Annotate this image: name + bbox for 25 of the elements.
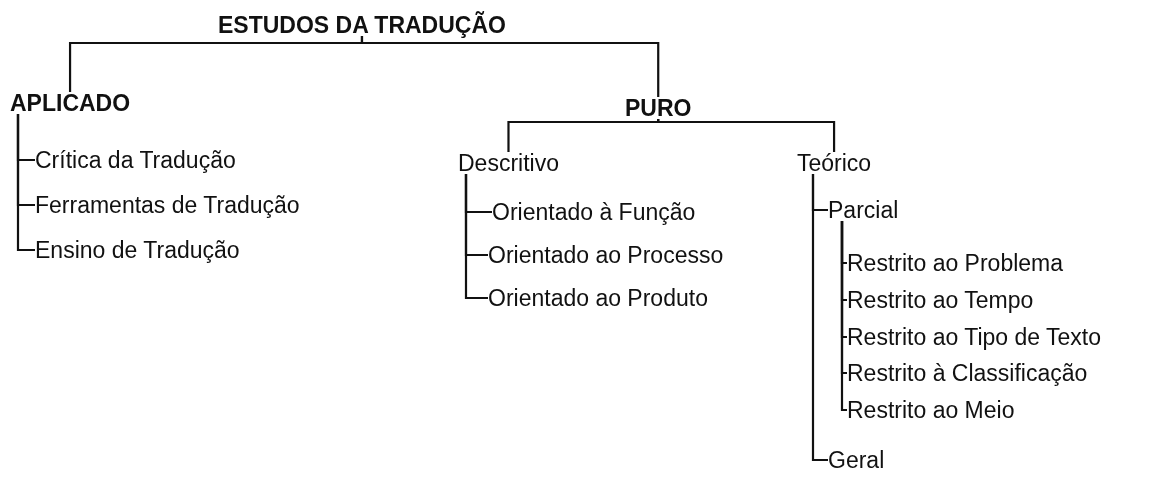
category-label: Parcial [828, 196, 899, 224]
heading-label: APLICADO [10, 89, 131, 117]
connector-line [360, 36, 660, 97]
connector-line [16, 114, 35, 252]
category-label: Teórico [797, 149, 872, 177]
connector-line [811, 174, 828, 462]
category-label: Restrito ao Problema [847, 249, 1064, 277]
category-label: Restrito ao Meio [847, 396, 1015, 424]
heading-label: ESTUDOS DA TRADUÇÃO [218, 11, 506, 39]
connector-line [507, 119, 660, 152]
category-label: Ensino de Tradução [35, 236, 240, 264]
category-label: Orientado ao Produto [488, 284, 708, 312]
category-label: Orientado à Função [492, 198, 696, 226]
heading-label: PURO [625, 94, 692, 122]
connector-line [464, 174, 488, 300]
category-label: Restrito à Classificação [847, 359, 1088, 387]
category-label: Orientado ao Processo [488, 241, 724, 269]
connector-line [657, 119, 836, 152]
category-label: Restrito ao Tempo [847, 286, 1034, 314]
category-label: Geral [828, 446, 885, 474]
category-label: Restrito ao Tipo de Texto [847, 323, 1101, 351]
category-label: Descritivo [458, 149, 559, 177]
category-label: Ferramentas de Tradução [35, 191, 300, 219]
connector-line [840, 221, 847, 412]
category-label: Crítica da Tradução [35, 146, 236, 174]
